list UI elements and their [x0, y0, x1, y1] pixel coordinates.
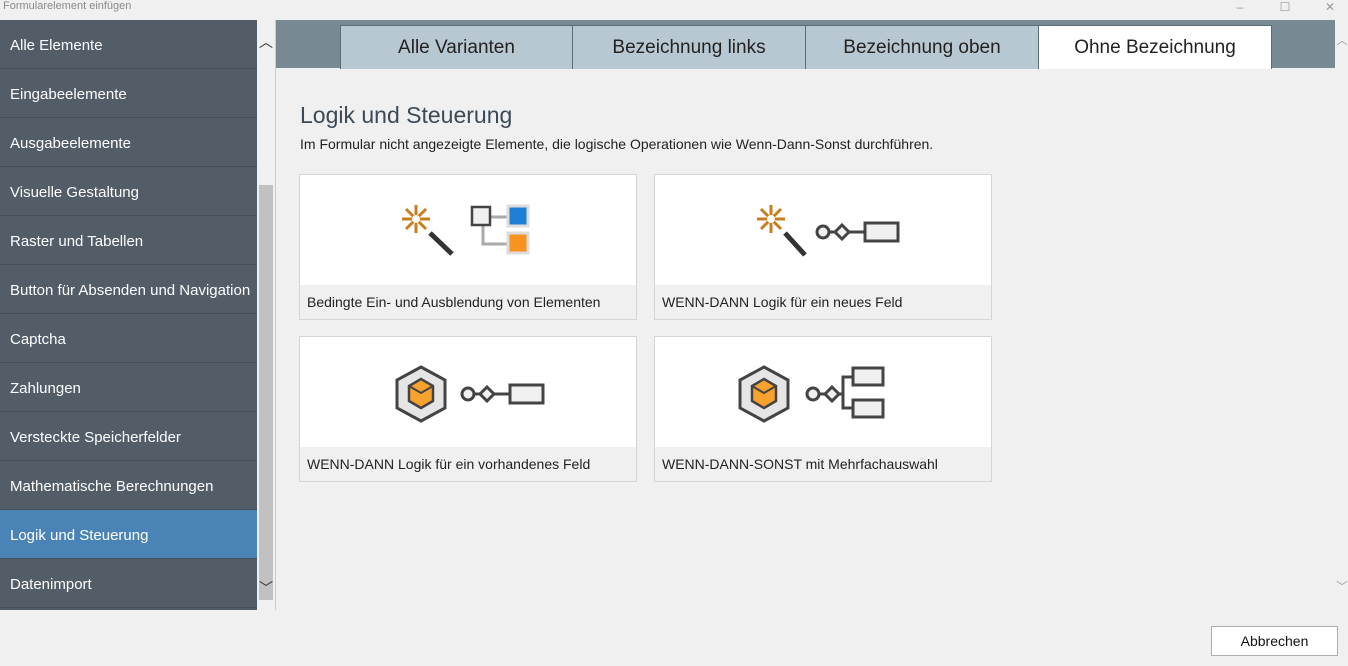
sidebar-item[interactable]: Button für Absenden und Navigation [0, 265, 257, 314]
wand-flow-icon [757, 205, 900, 257]
scroll-down-icon[interactable]: ﹀ [259, 580, 273, 596]
card-ifthenelse-multiple[interactable]: WENN-DANN-SONST mit Mehrfachauswahl [654, 336, 992, 482]
sidebar-item[interactable]: Eingabeelemente [0, 69, 257, 118]
tab-bezeichnung-links[interactable]: Bezeichnung links [572, 25, 806, 69]
scroll-down-icon[interactable]: ﹀ [1336, 581, 1348, 593]
card-ifthen-existing-field[interactable]: WENN-DANN Logik für ein vorhandenes Feld [299, 336, 637, 482]
sidebar-item[interactable]: Versteckte Speicherfelder [0, 412, 257, 461]
cube-branch-icon [738, 365, 885, 423]
sidebar-item[interactable]: Mathematische Berechnungen [0, 461, 257, 510]
sidebar-item[interactable]: Alle Elemente [0, 20, 257, 69]
sidebar-item[interactable]: Ausgabeelemente [0, 118, 257, 167]
tab-alle-varianten[interactable]: Alle Varianten [340, 25, 573, 69]
card-conditional-visibility[interactable]: Bedingte Ein- und Ausblendung von Elemen… [299, 174, 637, 320]
tab-strip: Alle Varianten Bezeichnung links Bezeich… [276, 20, 1336, 69]
content-panel: Alle Varianten Bezeichnung links Bezeich… [275, 20, 1336, 610]
cube-flow-icon [395, 365, 545, 423]
window-title: Formularelement einfügen [3, 0, 132, 12]
sidebar-item[interactable]: Visuelle Gestaltung [0, 167, 257, 216]
sidebar-item[interactable]: Raster und Tabellen [0, 216, 257, 265]
close-button[interactable]: ✕ [1324, 0, 1336, 14]
scroll-up-icon[interactable]: ︿ [259, 34, 273, 50]
section-description: Im Formular nicht angezeigte Elemente, d… [300, 136, 934, 152]
cancel-button[interactable]: Abbrechen [1211, 626, 1338, 656]
sidebar-item[interactable]: Zahlungen [0, 363, 257, 412]
wand-tree-icon [402, 204, 530, 256]
sidebar-item[interactable]: Datenimport [0, 559, 257, 608]
sidebar-item[interactable]: Logik und Steuerung [0, 510, 257, 559]
scroll-up-icon[interactable]: ︿ [1336, 35, 1348, 47]
card-label: WENN-DANN Logik für ein neues Feld [655, 285, 991, 319]
sidebar-item[interactable]: Captcha [0, 314, 257, 363]
minimize-button[interactable]: – [1236, 0, 1244, 14]
maximize-button[interactable]: ☐ [1279, 0, 1291, 14]
section-title: Logik und Steuerung [300, 102, 513, 128]
tab-bezeichnung-oben[interactable]: Bezeichnung oben [805, 25, 1039, 69]
tab-ohne-bezeichnung[interactable]: Ohne Bezeichnung [1038, 25, 1272, 69]
sidebar-scroll-thumb[interactable] [259, 185, 273, 600]
card-label: Bedingte Ein- und Ausblendung von Elemen… [300, 285, 636, 319]
card-label: WENN-DANN-SONST mit Mehrfachauswahl [655, 447, 991, 481]
card-label: WENN-DANN Logik für ein vorhandenes Feld [300, 447, 636, 481]
card-ifthen-new-field[interactable]: WENN-DANN Logik für ein neues Feld [654, 174, 992, 320]
content-scrollbar[interactable] [1335, 20, 1348, 610]
